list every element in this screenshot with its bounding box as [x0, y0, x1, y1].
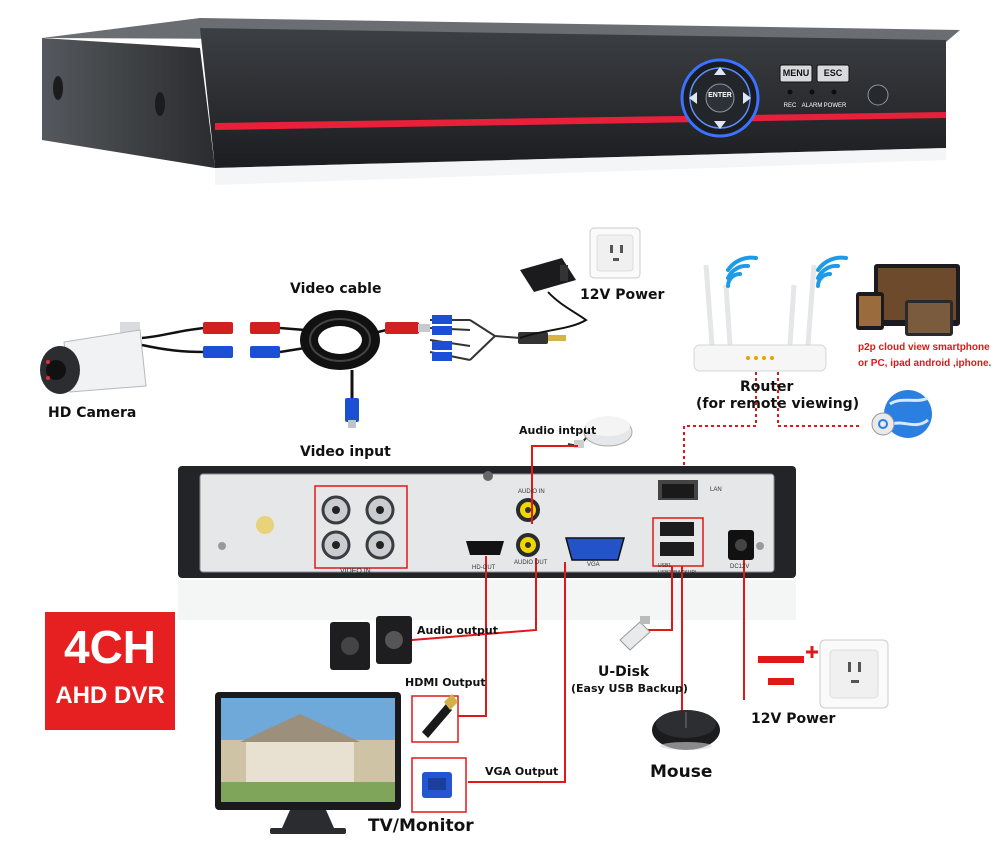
video-in-port-label: VIDEO IN	[340, 568, 371, 575]
router-sub-label: (for remote viewing)	[696, 396, 860, 412]
esc-button: ESC	[823, 68, 843, 78]
badge-type: AHD DVR	[55, 682, 165, 709]
power-12v-top-label: 12V Power	[580, 287, 665, 303]
router-label: Router	[740, 379, 794, 395]
devices-collage-icon	[856, 264, 960, 336]
p2p-label-line2: or PC, ipad android ,iphone.	[858, 358, 992, 369]
wiring-diagram	[40, 227, 960, 834]
menu-button: MENU	[782, 68, 810, 78]
hdmi-output-label: HDMI Output	[405, 676, 486, 689]
led-alarm: ALARM	[801, 103, 823, 109]
badge-channels: 4CH	[63, 621, 157, 673]
lan-port-label: LAN	[710, 487, 722, 493]
product-badge: 4CH AHD DVR	[45, 612, 175, 730]
usb1-port-label: USB1	[658, 563, 672, 569]
video-cable-label: Video cable	[290, 281, 382, 297]
globe-icon	[871, 390, 932, 438]
usb-flash-drive-icon	[619, 616, 651, 651]
vga-port-label: VGA	[587, 562, 600, 568]
enter-button: ENTER	[708, 92, 732, 99]
wifi-icon	[726, 255, 848, 288]
dvr-front-illustration	[42, 18, 960, 185]
video-input-label: Video input	[300, 444, 391, 460]
speakers-icon	[330, 616, 412, 670]
led-power: POWER	[823, 103, 847, 109]
tv-monitor-label: TV/Monitor	[368, 816, 474, 836]
audio-input-label: Audio intput	[519, 424, 597, 437]
tv-monitor-icon	[215, 692, 401, 834]
audio-in-port-label: AUDIO IN	[518, 489, 545, 495]
udisk-label: U-Disk	[598, 664, 650, 680]
power-adapter-icon	[519, 258, 588, 339]
p2p-label-line1: p2p cloud view smartphone	[858, 342, 990, 353]
dc-power-symbol-icon	[758, 646, 818, 685]
hd-camera-label: HD Camera	[48, 405, 137, 421]
usb2-port-label: USB2 (BACKUP)	[658, 570, 697, 576]
hd-camera-icon	[40, 322, 147, 394]
mouse-label: Mouse	[650, 762, 713, 782]
dc12v-port-label: DC12V	[730, 564, 750, 570]
power-12v-bottom-label: 12V Power	[751, 711, 836, 727]
cable-coil-icon	[300, 310, 380, 370]
router-icon	[693, 264, 827, 372]
hd-out-port-label: HD-OUT	[472, 565, 496, 571]
wall-outlet-bottom-icon	[819, 639, 889, 709]
microphone-icon	[567, 416, 633, 448]
audio-out-port-label: AUDIO OUT	[514, 560, 548, 566]
udisk-sub-label: (Easy USB Backup)	[571, 682, 688, 695]
wall-outlet-icon	[589, 227, 641, 279]
mouse-icon	[652, 710, 720, 750]
led-rec: REC	[783, 103, 797, 109]
audio-output-label: Audio output	[417, 624, 498, 637]
vga-output-label: VGA Output	[485, 765, 559, 778]
